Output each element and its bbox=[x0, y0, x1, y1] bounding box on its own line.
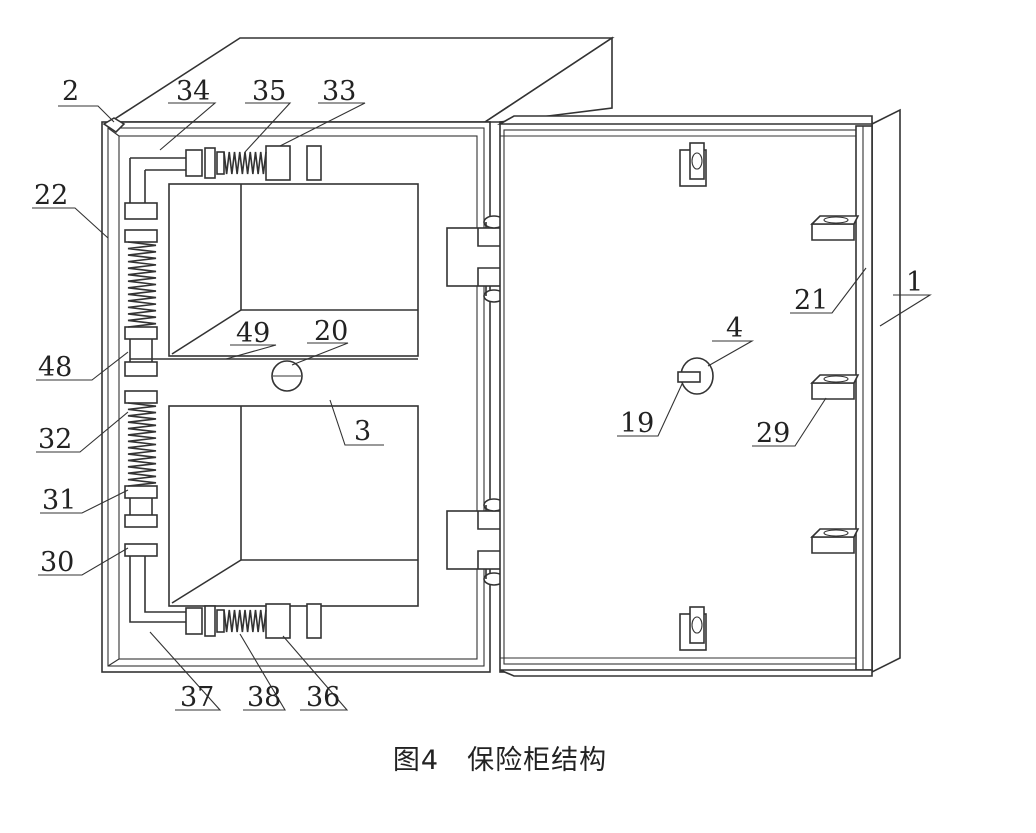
label-37: 37 bbox=[180, 682, 214, 713]
left-lock-mechanism bbox=[124, 157, 188, 623]
label-21: 21 bbox=[794, 285, 828, 316]
door-latch-right-1 bbox=[810, 215, 860, 241]
knob-20 bbox=[271, 360, 303, 392]
door-latch-bottom bbox=[679, 606, 707, 651]
spring-upper-left bbox=[127, 241, 157, 328]
label-22: 22 bbox=[34, 180, 68, 211]
label-48: 48 bbox=[38, 352, 72, 383]
figure-caption: 图4 保险柜结构 bbox=[392, 745, 608, 776]
bottom-bolt-assembly bbox=[185, 603, 322, 639]
upper-compartment bbox=[168, 183, 419, 357]
spring-bottom bbox=[223, 609, 267, 633]
label-35: 35 bbox=[252, 76, 286, 107]
door-latch-right-2 bbox=[810, 374, 860, 400]
lock-dial-4 bbox=[677, 357, 714, 395]
door-latch-right-3 bbox=[810, 528, 860, 554]
label-33: 33 bbox=[322, 76, 356, 107]
label-1: 1 bbox=[906, 267, 923, 298]
label-49: 49 bbox=[236, 318, 270, 349]
lower-compartment bbox=[168, 405, 419, 607]
leader-lines bbox=[32, 102, 932, 711]
door-latch-top bbox=[679, 142, 707, 187]
label-30: 30 bbox=[40, 547, 74, 578]
door bbox=[496, 108, 901, 677]
spring-lower-left bbox=[127, 402, 157, 487]
label-36: 36 bbox=[306, 682, 340, 713]
label-32: 32 bbox=[38, 424, 72, 455]
label-3: 3 bbox=[354, 416, 371, 447]
label-34: 34 bbox=[176, 76, 210, 107]
label-4: 4 bbox=[726, 313, 743, 344]
label-20: 20 bbox=[314, 316, 348, 347]
label-2: 2 bbox=[62, 76, 79, 107]
part-labels: 2 34 35 33 22 49 20 48 3 32 31 30 37 38 … bbox=[34, 76, 923, 713]
label-31: 31 bbox=[42, 485, 76, 516]
top-bolt-assembly bbox=[185, 145, 322, 181]
label-29: 29 bbox=[756, 418, 790, 449]
label-19: 19 bbox=[620, 408, 654, 439]
label-38: 38 bbox=[247, 682, 281, 713]
